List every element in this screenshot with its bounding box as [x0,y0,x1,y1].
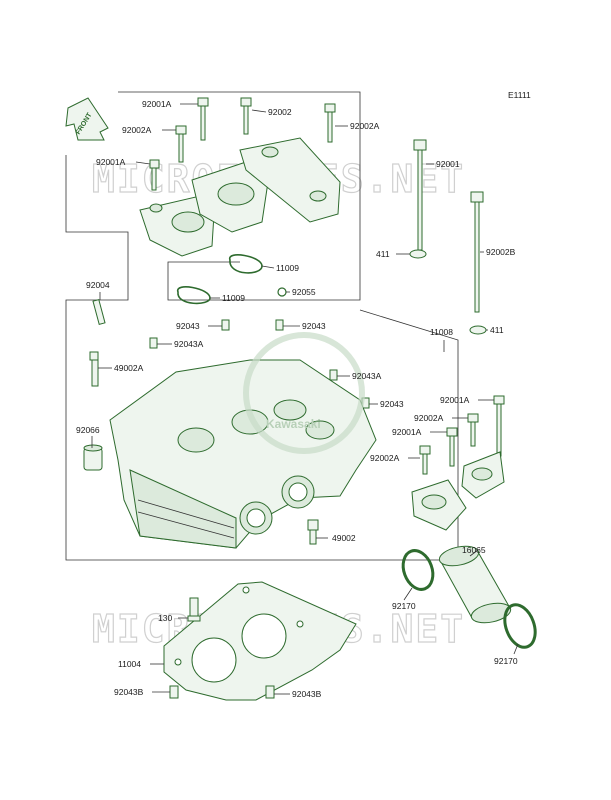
stud-92004 [92,299,106,325]
dowel-92043B-left [169,685,179,699]
label-92043B-right: 92043B [292,689,322,699]
label-16065: 16065 [462,545,486,555]
part-labels: 92001A 92002 92002A 92002A 92001A 92001 … [76,99,518,699]
dowel-92043-mid [275,319,284,331]
label-92002B: 92002B [486,247,516,257]
bolt-92002A-br [467,413,479,447]
label-411-upper: 411 [376,249,390,259]
bolt-92001A-br [493,395,505,457]
head-gasket-11004 [163,581,357,701]
label-92043-left: 92043 [176,321,200,331]
label-92066: 92066 [76,425,100,435]
label-130: 130 [158,613,172,623]
label-92002A-br2: 92002A [370,453,400,463]
label-92001A-br2: 92001A [392,427,422,437]
clamp-92170-right [503,603,537,649]
bolt-92001A-br2 [446,427,458,467]
label-92002-top: 92002 [268,107,292,117]
label-92002A-left: 92002A [122,125,152,135]
label-92001-right: 92001 [436,159,460,169]
label-92001A-br: 92001A [440,395,470,405]
label-11004: 11004 [118,659,141,669]
label-92043-mid: 92043 [302,321,326,331]
label-92043-right: 92043 [380,399,404,409]
label-92002A-br: 92002A [414,413,444,423]
bolt-92002A-left [175,125,187,163]
washer-411-lower [469,325,487,335]
bolt-92002A-br2 [419,445,431,475]
bolt-130 [187,597,201,622]
cap-right-lower [411,479,467,531]
diagram-code: E1111 [508,90,531,100]
label-92170-right: 92170 [494,656,518,666]
oring-92055 [277,287,287,297]
label-92043A-right: 92043A [352,371,382,381]
bolt-92002A-top [324,103,336,143]
label-49002A: 49002A [114,363,144,373]
label-11009-lower: 11009 [222,293,245,303]
bolt-92002-top [240,97,252,135]
fitting-49002 [307,519,319,545]
dowel-92043-left [221,319,230,331]
bolt-92001A-top [197,97,209,141]
seal-92066 [83,444,103,471]
clamp-92170-left [401,549,435,591]
oring-11009-lower [177,286,211,305]
kawasaki-logo: Kawasaki [243,332,365,454]
label-92002A-top: 92002A [350,121,380,131]
label-411-lower: 411 [490,325,504,335]
bolt-92002B [470,191,484,313]
label-92001A-top: 92001A [142,99,172,109]
front-arrow-icon: FRONT [65,97,109,141]
label-11008: 11008 [430,327,453,337]
main-group-outline [65,155,459,561]
label-11009-upper: 11009 [276,263,299,273]
label-92043A-left: 92043A [174,339,204,349]
dowel-92043A-right [329,369,338,381]
cylinder-head [109,359,377,549]
dowel-92043B-right [265,685,275,699]
leader-lines [91,103,519,695]
label-92001A-left: 92001A [96,157,126,167]
camshaft-holder-mid [191,159,269,233]
intake-holder-16065 [438,545,512,624]
oring-11009-upper [229,254,263,274]
washer-411-upper [409,249,427,259]
dowel-92043A-left [149,337,158,349]
label-92170-left: 92170 [392,601,416,611]
label-92055: 92055 [292,287,316,297]
assembly-outline [118,91,361,301]
label-49002: 49002 [332,533,356,543]
svg-text:Kawasaki: Kawasaki [266,417,321,431]
camshaft-holder-right [239,137,341,223]
label-92043B-left: 92043B [114,687,144,697]
label-92004: 92004 [86,280,110,290]
fitting-49002A [89,351,99,387]
cap-right-upper [461,451,505,499]
